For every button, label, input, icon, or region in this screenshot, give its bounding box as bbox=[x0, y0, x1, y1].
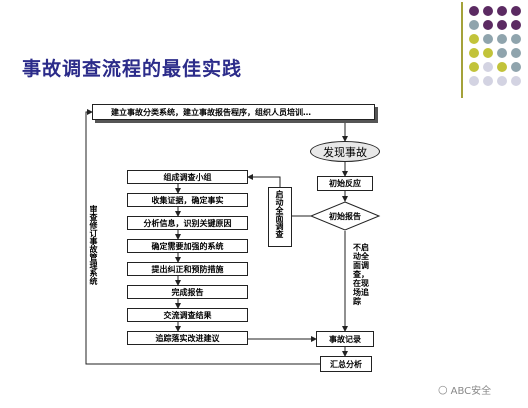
investigation-step-box: 追踪落实改进建议 bbox=[127, 331, 248, 345]
investigation-step-box: 收集证据，确定事实 bbox=[127, 193, 248, 207]
system-setup-box: 建立事故分类系统，建立事故报告程序，组织人员培训… bbox=[92, 104, 375, 120]
full-investigation-label: 启动全面调查 bbox=[275, 190, 284, 238]
decorative-dot bbox=[511, 62, 521, 72]
decorative-dot bbox=[497, 6, 507, 16]
decorative-dot bbox=[469, 76, 479, 86]
investigation-step-box: 完成报告 bbox=[127, 285, 248, 299]
page-title: 事故调查流程的最佳实践 bbox=[22, 58, 243, 80]
decorative-dot bbox=[497, 62, 507, 72]
chat-icon: ○ bbox=[438, 383, 448, 396]
decorative-dot bbox=[483, 48, 493, 58]
decorative-dot bbox=[511, 6, 521, 16]
initial-report-label: 初始报告 bbox=[329, 211, 361, 221]
discover-accident-oval: 发现事故 bbox=[310, 141, 380, 162]
initial-response-box: 初始反应 bbox=[317, 176, 373, 191]
investigation-step-box: 交流调查结果 bbox=[127, 308, 248, 322]
connector-investigation-to-team bbox=[247, 174, 281, 188]
decorative-dot bbox=[511, 34, 521, 44]
initial-report-diamond bbox=[309, 201, 381, 231]
review-system-label: 审查修订事故管理系统 bbox=[89, 205, 98, 285]
decorative-dot bbox=[497, 34, 507, 44]
decorative-dot bbox=[497, 76, 507, 86]
decorative-dot bbox=[497, 20, 507, 30]
decorative-dot bbox=[469, 62, 479, 72]
summary-analysis-box: 汇总分析 bbox=[320, 356, 372, 372]
decorative-dot bbox=[469, 20, 479, 30]
decorative-dot bbox=[469, 34, 479, 44]
watermark: ○ ABC安全 bbox=[438, 382, 491, 397]
decorative-dot bbox=[483, 20, 493, 30]
investigation-step-box: 组成调查小组 bbox=[127, 170, 248, 184]
decorative-divider-line bbox=[461, 2, 463, 98]
decorative-dot bbox=[469, 6, 479, 16]
decorative-dot bbox=[497, 48, 507, 58]
decorative-dot bbox=[483, 6, 493, 16]
decorative-dot bbox=[511, 20, 521, 30]
investigation-step-box: 分析信息，识别关键原因 bbox=[127, 216, 248, 230]
investigation-step-box: 提出纠正和预防措施 bbox=[127, 262, 248, 276]
accident-record-box: 事故记录 bbox=[316, 331, 374, 347]
decorative-dot bbox=[483, 76, 493, 86]
investigation-step-box: 确定需要加强的系统 bbox=[127, 239, 248, 253]
decorative-dot bbox=[469, 48, 479, 58]
feedback-loop-line bbox=[85, 109, 320, 365]
decorative-dot bbox=[511, 76, 521, 86]
decorative-dot bbox=[483, 62, 493, 72]
full-investigation-box bbox=[268, 187, 292, 247]
decorative-dot bbox=[483, 34, 493, 44]
watermark-text: ABC安全 bbox=[450, 386, 492, 397]
no-full-investigation-label: 不启动全面调查，在现场追踪 bbox=[353, 243, 369, 306]
decorative-dot bbox=[511, 48, 521, 58]
